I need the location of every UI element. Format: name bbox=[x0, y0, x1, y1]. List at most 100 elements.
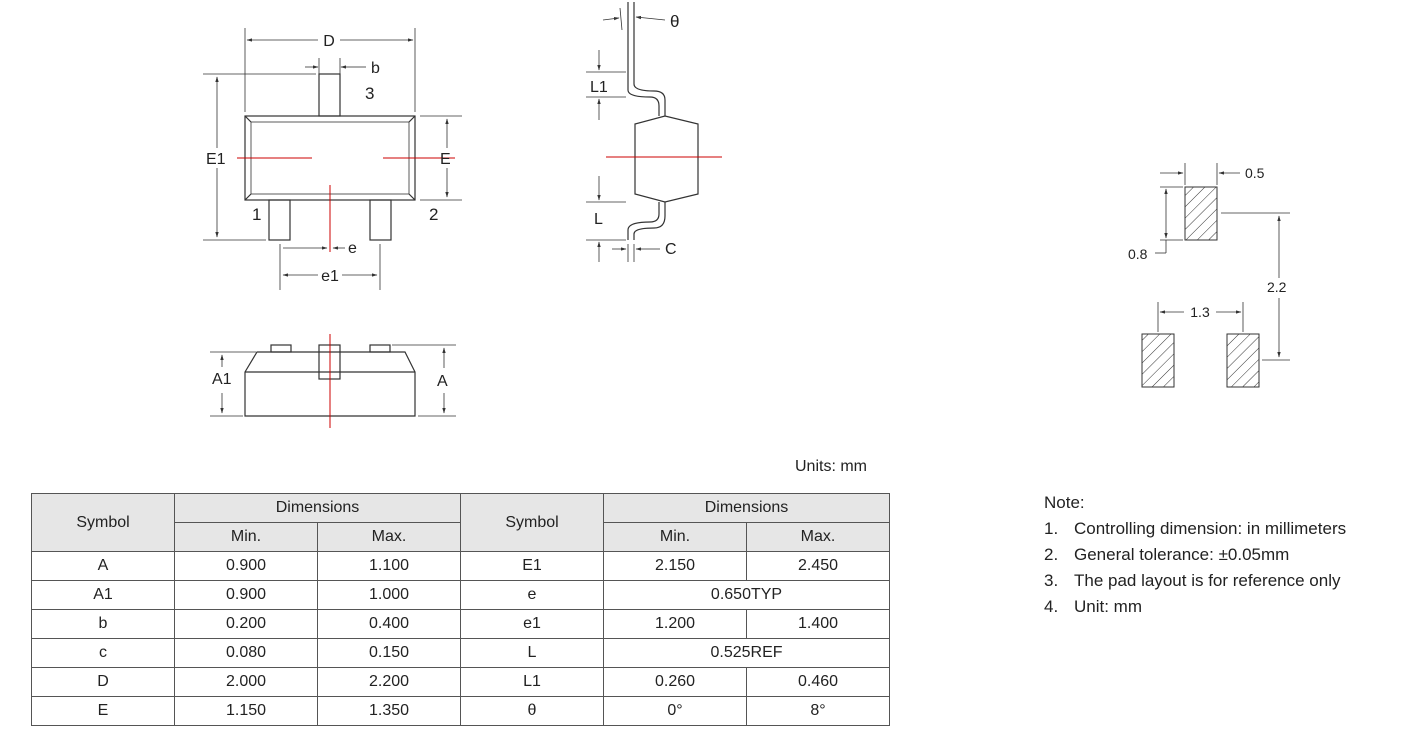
cell-min: 0.200 bbox=[174, 609, 318, 639]
gull-wing-lead-outer bbox=[627, 2, 660, 116]
label-pad-05: 0.5 bbox=[1245, 165, 1265, 181]
label-E: E bbox=[440, 151, 451, 168]
label-L1: L1 bbox=[590, 79, 608, 96]
cell-min: 0.900 bbox=[174, 551, 318, 581]
table-row: E 1.150 1.350 θ 0° 8° bbox=[31, 696, 890, 726]
table-row: D 2.000 2.200 L1 0.260 0.460 bbox=[31, 667, 890, 697]
lead-1 bbox=[268, 199, 291, 241]
top-view bbox=[203, 28, 462, 290]
cell-symbol: e bbox=[460, 580, 604, 610]
gull-wing-lead-inner bbox=[633, 2, 666, 116]
cell-min: 2.150 bbox=[603, 551, 747, 581]
package-body-side bbox=[634, 115, 699, 203]
top-view-centerlines bbox=[237, 157, 455, 252]
note-item: 1. Controlling dimension: in millimeters bbox=[1044, 516, 1346, 542]
label-e: e bbox=[348, 240, 357, 257]
units-label: Units: mm bbox=[795, 458, 867, 475]
header-dimensions-left: Dimensions bbox=[174, 493, 461, 523]
header-max: Max. bbox=[746, 522, 890, 552]
label-pad-13: 1.3 bbox=[1190, 304, 1210, 320]
cell-max: 0.150 bbox=[317, 638, 461, 668]
table-row: c 0.080 0.150 L 0.525REF bbox=[31, 638, 890, 668]
package-drawing: D b 3 E1 E 1 2 e e1 A1 A bbox=[203, 2, 1290, 428]
cell-symbol: E bbox=[31, 696, 175, 726]
cell-min: 0.900 bbox=[174, 580, 318, 610]
cell-max: 2.450 bbox=[746, 551, 890, 581]
cell-reference: 0.525REF bbox=[603, 638, 890, 668]
header-min: Min. bbox=[603, 522, 747, 552]
note-item: 4. Unit: mm bbox=[1044, 594, 1346, 620]
side-view bbox=[586, 2, 699, 262]
dimension-table: Symbol Dimensions Symbol Dimensions Min.… bbox=[31, 493, 890, 726]
note-text: Controlling dimension: in millimeters bbox=[1074, 519, 1347, 538]
label-e1: e1 bbox=[321, 268, 339, 285]
label-pin3: 3 bbox=[365, 84, 374, 103]
cell-symbol: L bbox=[460, 638, 604, 668]
note-item: 2. General tolerance: ±0.05mm bbox=[1044, 542, 1346, 568]
notes: Note: 1. Controlling dimension: in milli… bbox=[1044, 490, 1346, 620]
table-subheader-row: Min. Max. Min. Max. bbox=[32, 522, 890, 552]
cell-max: 1.400 bbox=[746, 609, 890, 639]
pad-1 bbox=[1141, 333, 1175, 388]
label-E1: E1 bbox=[206, 151, 226, 168]
cell-max: 0.460 bbox=[746, 667, 890, 697]
pad-2 bbox=[1226, 333, 1260, 388]
header-min: Min. bbox=[174, 522, 318, 552]
pad-3 bbox=[1184, 186, 1218, 241]
cell-min: 1.200 bbox=[603, 609, 747, 639]
cell-max: 1.100 bbox=[317, 551, 461, 581]
cell-symbol: L1 bbox=[460, 667, 604, 697]
label-pin2: 2 bbox=[429, 205, 438, 224]
pad-layout bbox=[1141, 163, 1290, 388]
lead-2 bbox=[369, 199, 392, 241]
cell-max: 2.200 bbox=[317, 667, 461, 697]
label-b: b bbox=[371, 60, 380, 77]
cell-symbol: c bbox=[31, 638, 175, 668]
front-view bbox=[210, 344, 456, 417]
note-number: 2. bbox=[1044, 545, 1059, 564]
label-pin1: 1 bbox=[252, 205, 261, 224]
lead-3 bbox=[318, 73, 341, 117]
header-max: Max. bbox=[317, 522, 461, 552]
label-L: L bbox=[594, 211, 603, 228]
cell-max: 1.000 bbox=[317, 580, 461, 610]
cell-symbol: A bbox=[31, 551, 175, 581]
note-number: 1. bbox=[1044, 519, 1059, 538]
label-D: D bbox=[323, 33, 335, 50]
notes-title: Note: bbox=[1044, 493, 1085, 512]
cell-symbol: θ bbox=[460, 696, 604, 726]
cell-min: 0° bbox=[603, 696, 747, 726]
cell-max: 8° bbox=[746, 696, 890, 726]
cell-min: 0.080 bbox=[174, 638, 318, 668]
cell-symbol: A1 bbox=[31, 580, 175, 610]
label-A1: A1 bbox=[212, 371, 232, 388]
label-pad-08: 0.8 bbox=[1128, 246, 1148, 262]
cell-min: 1.150 bbox=[174, 696, 318, 726]
label-C: C bbox=[665, 241, 677, 258]
label-theta: θ bbox=[670, 12, 679, 31]
cell-symbol: D bbox=[31, 667, 175, 697]
cell-symbol: e1 bbox=[460, 609, 604, 639]
note-text: Unit: mm bbox=[1074, 597, 1142, 616]
note-number: 3. bbox=[1044, 571, 1059, 590]
cell-symbol: E1 bbox=[460, 551, 604, 581]
header-symbol-left: Symbol bbox=[31, 493, 175, 552]
header-dimensions-right: Dimensions bbox=[603, 493, 890, 523]
note-text: General tolerance: ±0.05mm bbox=[1074, 545, 1290, 564]
cell-max: 1.350 bbox=[317, 696, 461, 726]
cell-max: 0.400 bbox=[317, 609, 461, 639]
table-row: A1 0.900 1.000 e 0.650TYP bbox=[31, 580, 890, 610]
cell-min: 2.000 bbox=[174, 667, 318, 697]
note-number: 4. bbox=[1044, 597, 1059, 616]
header-symbol-right: Symbol bbox=[460, 493, 604, 552]
label-pad-22: 2.2 bbox=[1267, 279, 1287, 295]
table-row: b 0.200 0.400 e1 1.200 1.400 bbox=[31, 609, 890, 639]
table-header-row: Symbol Dimensions Symbol Dimensions bbox=[31, 493, 890, 552]
note-text: The pad layout is for reference only bbox=[1074, 571, 1341, 590]
cell-min: 0.260 bbox=[603, 667, 747, 697]
label-A: A bbox=[437, 373, 448, 390]
cell-typical: 0.650TYP bbox=[603, 580, 890, 610]
cell-symbol: b bbox=[31, 609, 175, 639]
table-row: A 0.900 1.100 E1 2.150 2.450 bbox=[31, 551, 890, 581]
note-item: 3. The pad layout is for reference only bbox=[1044, 568, 1346, 594]
